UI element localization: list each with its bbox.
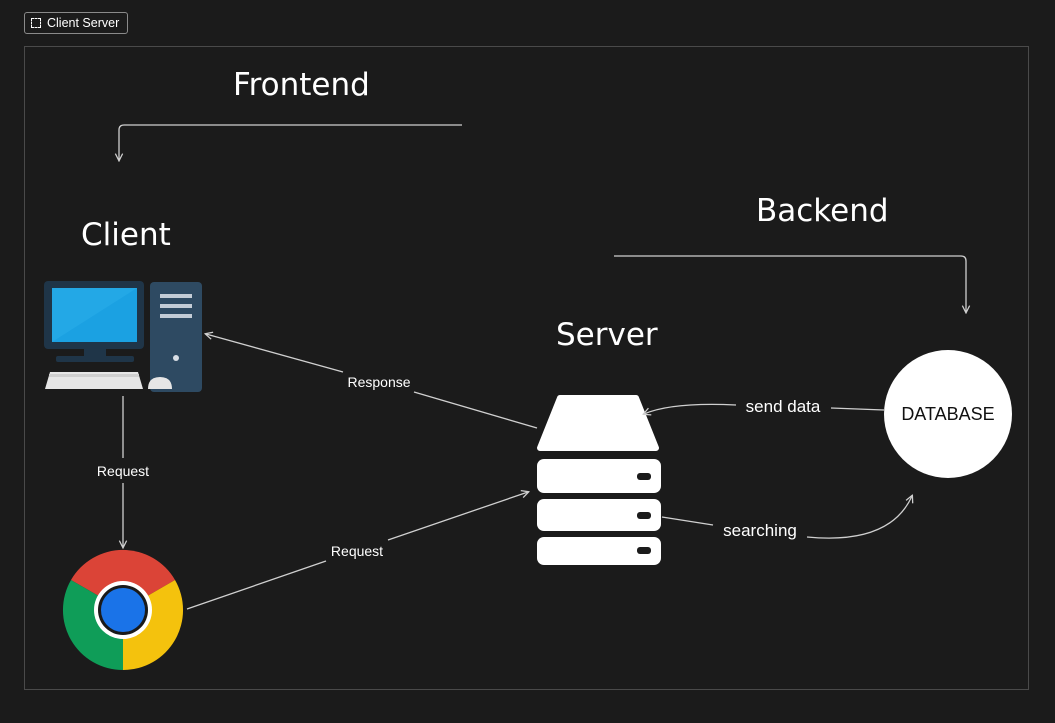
chrome-browser-icon: [62, 549, 184, 670]
desktop-computer-icon: [44, 281, 202, 392]
searching-edge-a: [661, 516, 714, 526]
send-data-label: send data: [746, 397, 821, 416]
request-browser-edge-a: [186, 560, 327, 610]
frontend-label: Frontend: [233, 67, 370, 103]
frame-tab[interactable]: Client Server: [24, 12, 129, 34]
request-browser-edge-b: [387, 492, 528, 541]
send-data-edge-a: [830, 407, 885, 411]
request-browser-label: Request: [331, 543, 383, 559]
database-circle: DATABASE: [884, 350, 1012, 478]
frontend-arrow: [119, 124, 462, 160]
server-rack-icon: [537, 395, 661, 565]
response-edge-a: [413, 391, 538, 429]
backend-label: Backend: [756, 193, 889, 229]
client-label: Client: [81, 217, 171, 253]
send-data-edge-b: [644, 403, 737, 414]
response-edge-label: Response: [347, 374, 410, 390]
server-label: Server: [556, 317, 658, 353]
searching-edge-b: [806, 496, 912, 539]
database-label: DATABASE: [901, 404, 994, 424]
diagram-frame: [24, 46, 1029, 690]
frame-title: Client Server: [47, 16, 120, 30]
request-down-label: Request: [97, 463, 149, 479]
frame-icon: [31, 18, 41, 28]
searching-label: searching: [723, 521, 797, 540]
backend-arrow: [614, 255, 966, 312]
response-edge-b: [206, 334, 344, 373]
